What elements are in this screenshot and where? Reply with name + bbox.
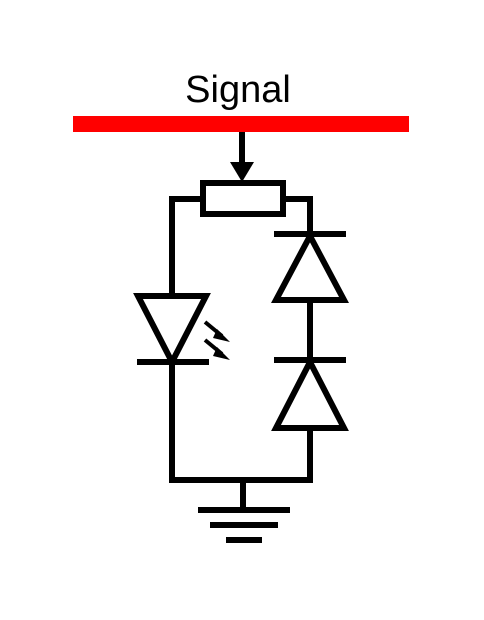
circuit-wires: [169, 196, 313, 513]
signal-label: Signal: [185, 69, 291, 111]
wiper-arrow-icon: [230, 132, 254, 182]
light-emission-arrows-icon: [203, 320, 230, 360]
led-icon: [133, 293, 211, 369]
signal-bus: [73, 116, 409, 132]
diode-upper-icon: [271, 229, 349, 303]
potentiometer-icon: [200, 180, 286, 217]
ground-icon: [198, 507, 290, 543]
diode-lower-icon: [271, 355, 349, 431]
